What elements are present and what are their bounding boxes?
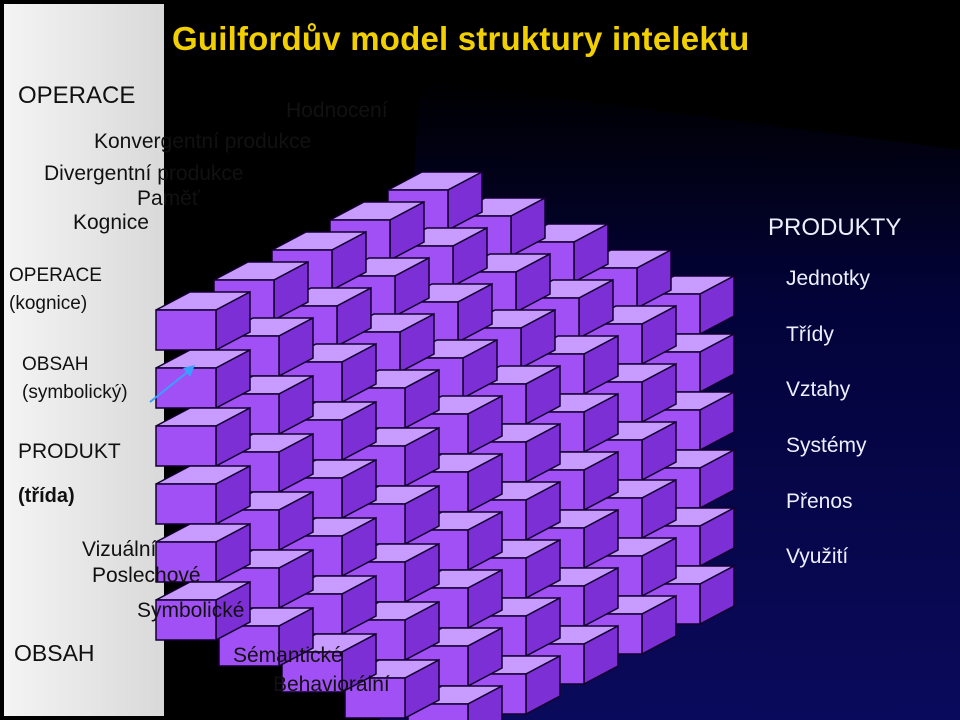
produkty-item-systemy: Systémy — [786, 434, 867, 457]
cube-front-face — [218, 625, 280, 667]
cube-block — [218, 548, 314, 610]
operace-item-hodnoceni: Hodnocení — [286, 99, 388, 122]
cube-front-face — [155, 483, 217, 525]
obsah-item-poslechove: Poslechové — [92, 564, 201, 587]
produkty-item-prenos: Přenos — [786, 490, 853, 513]
obsah-item-semanticke: Sémantické — [233, 644, 343, 667]
example-obsah-value: (symbolický) — [22, 382, 128, 403]
produkty-item-vztahy: Vztahy — [786, 378, 851, 401]
example-produkt-value: (třída) — [18, 485, 75, 507]
cube-block — [523, 334, 619, 396]
produkty-item-vyuziti: Využití — [786, 545, 849, 568]
example-produkt-label: PRODUKT — [18, 440, 121, 463]
cube-block — [155, 464, 251, 526]
produkty-item-tridy: Třídy — [786, 323, 834, 346]
arrow-head — [183, 365, 195, 377]
operace-axis-header: OPERACE — [18, 82, 136, 109]
cube-block — [155, 290, 251, 352]
obsah-item-vizualni: Vizuální — [82, 538, 157, 561]
produkty-axis-header: PRODUKTY — [768, 214, 902, 241]
example-obsah-label: OBSAH — [22, 354, 89, 375]
operace-item-kognice: Kognice — [73, 211, 149, 234]
operace-item-pamet: Paměť — [137, 187, 200, 210]
example-operace-value: (kognice) — [9, 293, 88, 314]
cube-front-face — [344, 677, 406, 719]
cube-front-face — [155, 309, 217, 351]
cube-front-face — [281, 651, 343, 693]
cube-block — [281, 632, 377, 694]
cube-block — [218, 606, 314, 668]
cube-front-face — [155, 425, 217, 467]
cube-side-face — [467, 684, 503, 720]
produkty-item-jednotky: Jednotky — [786, 267, 871, 290]
cube-block — [344, 658, 440, 720]
operace-item-divergentni: Divergentní produkce — [44, 162, 244, 185]
left-panel — [4, 4, 164, 716]
cube-block — [155, 522, 251, 584]
cube-front-face — [155, 599, 217, 641]
cube-block — [155, 580, 251, 642]
cube-block — [155, 406, 251, 468]
cube-block — [155, 348, 251, 410]
obsah-item-symbolicke: Symbolické — [137, 599, 245, 622]
obsah-item-behavioralni: Behaviorální — [273, 673, 390, 696]
arrow-line — [149, 369, 191, 403]
page-title: Guilfordův model struktury intelektu — [172, 20, 750, 57]
obsah-axis-header: OBSAH — [14, 640, 95, 666]
example-operace-label: OPERACE — [9, 265, 102, 286]
cube-grid — [155, 170, 735, 720]
operace-item-konvergentni: Konvergentní produkce — [94, 130, 312, 153]
